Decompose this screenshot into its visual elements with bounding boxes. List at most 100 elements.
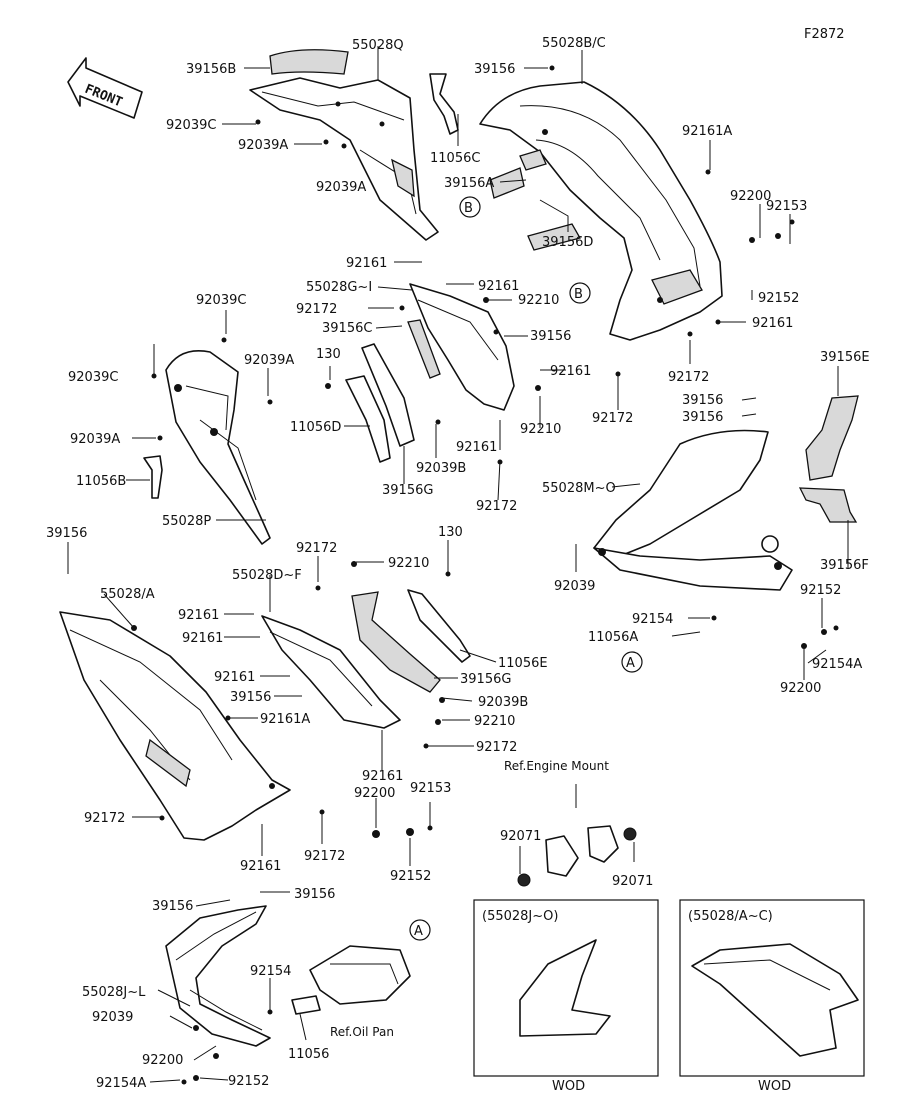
label-39156g-b: 39156G — [460, 672, 511, 687]
label-92039a-top-1: 92039A — [238, 138, 288, 153]
part-labels: 39156B 55028Q 92039C 92039A 92039A 11056… — [46, 36, 870, 1091]
label-92039b-b: 92039B — [478, 695, 528, 710]
label-92200-bottom: 92200 — [142, 1053, 183, 1068]
label-92152-top: 92152 — [758, 291, 799, 306]
label-92039a-left: 92039A — [70, 432, 120, 447]
label-11056e: 11056E — [498, 656, 548, 671]
inset-55028ac: (55028/A~C) WOD — [679, 899, 865, 1094]
inset-55028jo: (55028J~O) WOD — [473, 899, 659, 1094]
callout-b-1: B — [459, 196, 481, 218]
label-39156d: 39156D — [542, 235, 593, 250]
label-92172-d: 92172 — [476, 499, 517, 514]
label-39156-d: 39156 — [682, 410, 723, 425]
label-92161-d: 92161 — [550, 364, 591, 379]
label-92153-top: 92153 — [766, 199, 807, 214]
label-39156f: 39156F — [820, 558, 869, 573]
label-92161-b: 92161 — [478, 279, 519, 294]
label-39156-f: 39156 — [230, 690, 271, 705]
label-92172-f: 92172 — [476, 740, 517, 755]
label-92210-c: 92210 — [388, 556, 429, 571]
fasteners — [151, 65, 839, 1085]
label-39156-c: 39156 — [682, 393, 723, 408]
label-55028a: 55028/A — [100, 587, 155, 602]
inset-footer-2: WOD — [758, 1079, 791, 1094]
engine-mount-brackets — [517, 825, 637, 887]
oil-pan — [291, 945, 411, 1015]
label-39156-h: 39156 — [152, 899, 193, 914]
label-92153-low: 92153 — [410, 781, 451, 796]
label-92071-a: 92071 — [500, 829, 541, 844]
ref-engine-mount: Ref.Engine Mount — [504, 759, 609, 773]
main-cowl-55028bc — [479, 81, 723, 341]
label-92154a-bottom: 92154A — [96, 1076, 146, 1091]
label-92039-a: 92039 — [554, 579, 595, 594]
label-92152-low: 92152 — [390, 869, 431, 884]
label-92172-h: 92172 — [304, 849, 345, 864]
label-39156e: 39156E — [820, 350, 870, 365]
callout-a-2-label: A — [414, 924, 423, 939]
label-92161-c: 92161 — [752, 316, 793, 331]
label-92039c-top: 92039C — [166, 118, 216, 133]
label-130-b: 130 — [438, 525, 463, 540]
figure-code: F2872 — [804, 27, 845, 42]
side-cover-55028p — [143, 350, 271, 545]
leader-lines — [67, 46, 849, 1083]
callout-b-2-label: B — [574, 287, 583, 302]
label-39156-top: 39156 — [474, 62, 515, 77]
mid-panel-55028df — [261, 589, 471, 729]
callout-b-2: B — [569, 282, 591, 304]
inset-footer-1: WOD — [552, 1079, 585, 1094]
label-92200-mid: 92200 — [780, 681, 821, 696]
label-55028p: 55028P — [162, 514, 211, 529]
label-92161-h: 92161 — [214, 670, 255, 685]
label-11056a: 11056A — [588, 630, 638, 645]
inner-panel-55028gi — [345, 283, 515, 463]
label-92161-e: 92161 — [456, 440, 497, 455]
label-39156a: 39156A — [444, 176, 494, 191]
label-92172-a: 92172 — [296, 302, 337, 317]
label-39156b: 39156B — [186, 62, 236, 77]
label-39156-e: 39156 — [46, 526, 87, 541]
label-11056b: 11056B — [76, 474, 126, 489]
inset-caption-2: (55028/A~C) — [688, 909, 773, 924]
label-92039a-mid: 92039A — [244, 353, 294, 368]
label-92161-j: 92161 — [240, 859, 281, 874]
label-92161-g: 92161 — [182, 631, 223, 646]
label-92210-b: 92210 — [520, 422, 561, 437]
label-92154-a: 92154 — [632, 612, 673, 627]
label-92172-g: 92172 — [84, 811, 125, 826]
label-55028bc: 55028B/C — [542, 36, 606, 51]
label-92161-i: 92161 — [362, 769, 403, 784]
label-55028q: 55028Q — [352, 38, 404, 53]
label-92039-b: 92039 — [92, 1010, 133, 1025]
inset-caption-1: (55028J~O) — [482, 909, 558, 924]
label-92161-a: 92161 — [346, 256, 387, 271]
label-55028mo: 55028M~O — [542, 481, 616, 496]
label-39156-g: 39156 — [294, 887, 335, 902]
label-92200-top: 92200 — [730, 189, 771, 204]
callout-a-2: A — [409, 919, 431, 941]
label-92039c-mid: 92039C — [196, 293, 246, 308]
label-92172-b: 92172 — [668, 370, 709, 385]
label-92154a-mid: 92154A — [812, 657, 862, 672]
label-92210-d: 92210 — [474, 714, 515, 729]
mid-cover-55028mo — [593, 429, 793, 591]
label-92071-b: 92071 — [612, 874, 653, 889]
label-92039c-left: 92039C — [68, 370, 118, 385]
lower-fairing-55028a — [59, 611, 291, 841]
label-11056c: 11056C — [430, 151, 480, 166]
label-55028df: 55028D~F — [232, 568, 302, 583]
upper-cover-55028q — [249, 49, 459, 241]
front-arrow: FRONT — [67, 57, 143, 119]
label-39156g-a: 39156G — [382, 483, 433, 498]
label-92152-mid: 92152 — [800, 583, 841, 598]
label-92154-b: 92154 — [250, 964, 291, 979]
label-39156c: 39156C — [322, 321, 372, 336]
label-11056: 11056 — [288, 1047, 329, 1062]
label-92172-e: 92172 — [296, 541, 337, 556]
label-55028gi: 55028G~I — [306, 280, 372, 295]
callout-a-1-label: A — [626, 656, 635, 671]
label-92161a-mid: 92161A — [260, 712, 310, 727]
label-11056d: 11056D — [290, 420, 341, 435]
